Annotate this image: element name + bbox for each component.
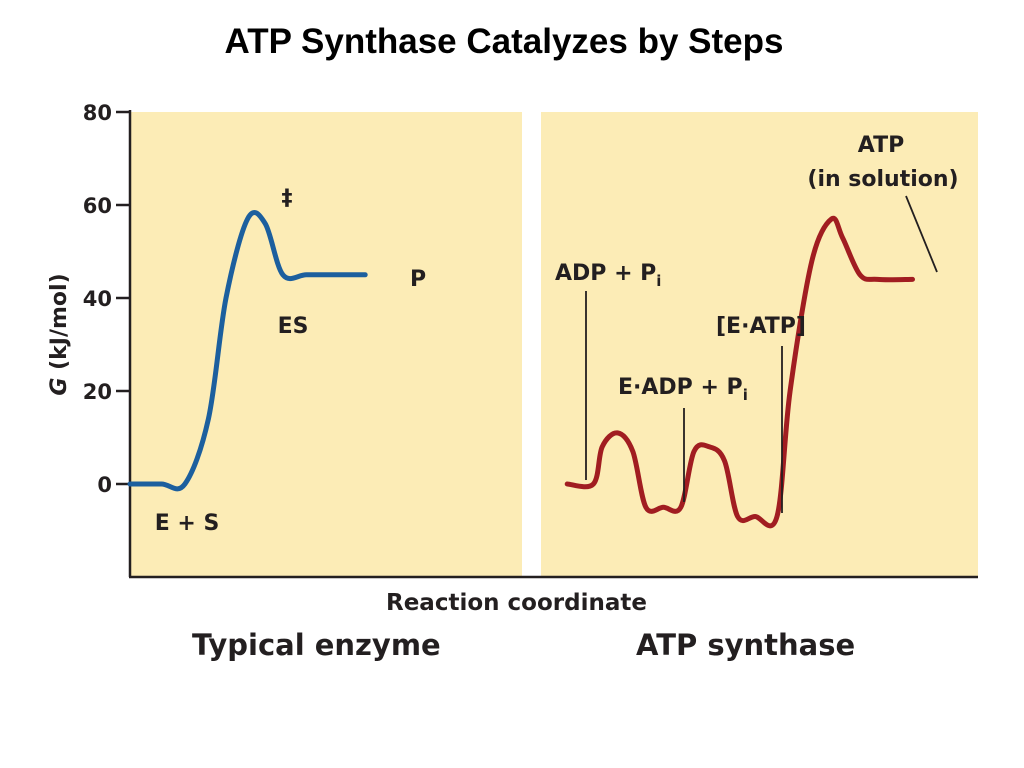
panel-caption-typical-enzyme: Typical enzyme — [192, 628, 441, 662]
panel-caption-atp-synthase: ATP synthase — [636, 628, 856, 662]
annotation-ts: ‡ — [282, 186, 293, 211]
leader-line-atp-in-solution — [905, 195, 938, 273]
annotation-atp-line2: (in solution) — [807, 167, 958, 192]
annotation-atp-line1: ATP — [858, 133, 904, 158]
slide-title: ATP Synthase Catalyzes by Steps — [224, 22, 784, 61]
y-tick-label: 40 — [83, 287, 112, 311]
y-tick-label: 20 — [83, 380, 112, 404]
y-tick-label: 60 — [83, 194, 112, 218]
series-line-atp-synthase — [564, 215, 915, 529]
annotation-es-start: E + S — [155, 511, 220, 536]
y-tick-label: 0 — [97, 473, 112, 497]
annotation-adp-pi: ADP + Pi — [555, 261, 661, 290]
annotation-p: P — [410, 267, 426, 292]
annotation-es: ES — [278, 314, 309, 339]
y-axis-label: G (kJ/mol) — [47, 273, 72, 395]
x-axis-label: Reaction coordinate — [386, 590, 647, 616]
series-line-typical-enzyme — [127, 210, 368, 492]
panel-background-atp-synthase — [541, 112, 978, 577]
annotation-e-adp-pi: E·ADP + Pi — [618, 375, 748, 404]
annotation-e-atp: [E·ATP] — [716, 314, 806, 339]
panel-background-typical-enzyme — [130, 112, 522, 577]
y-tick-label: 80 — [83, 101, 112, 125]
